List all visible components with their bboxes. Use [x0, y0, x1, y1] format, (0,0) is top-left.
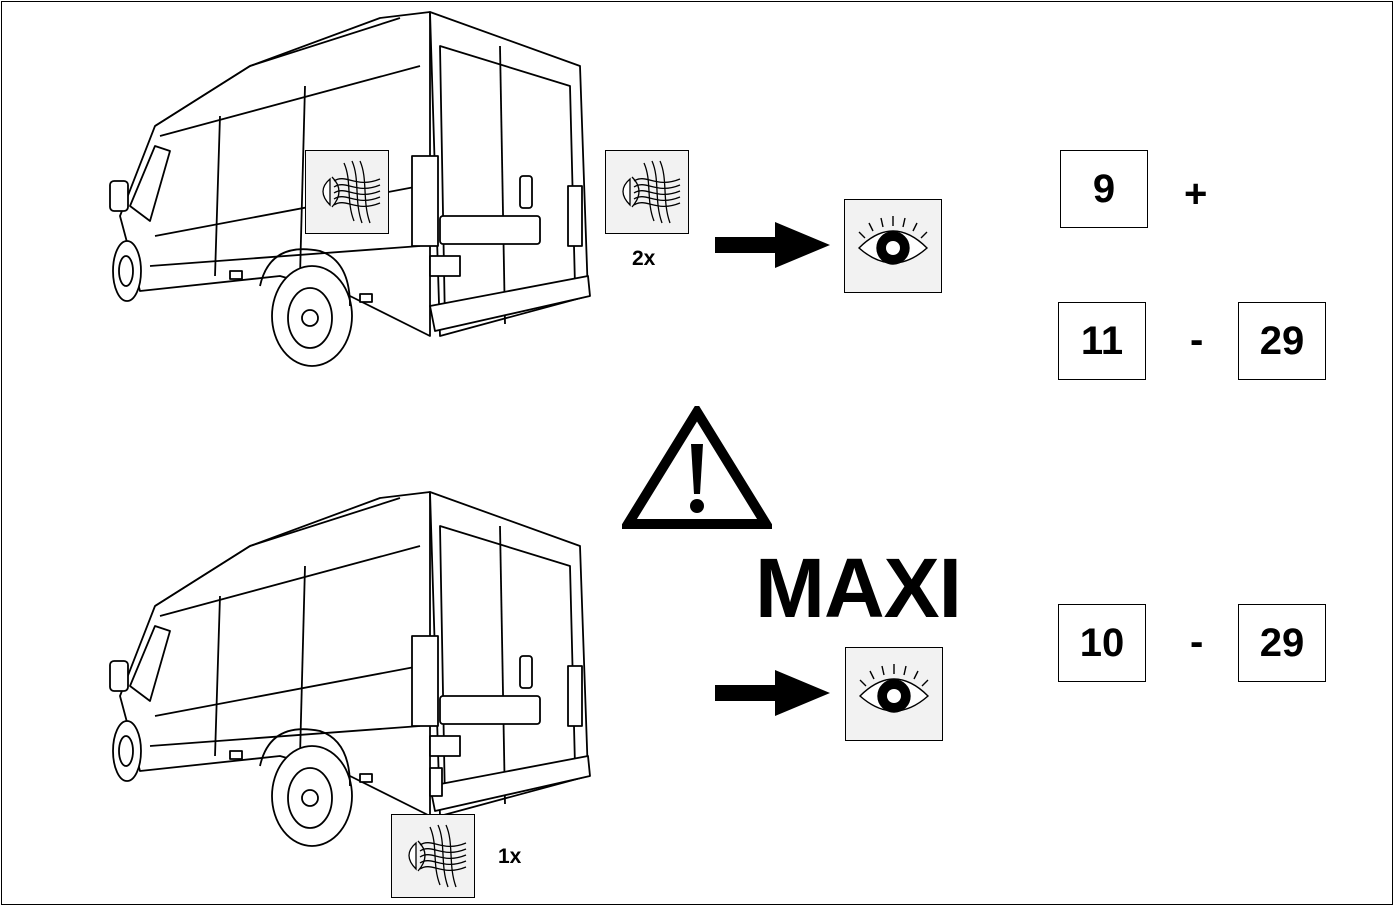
van-rear-view-icon — [109, 491, 591, 847]
arrow-right-icon — [715, 222, 830, 268]
fog-light-icon — [391, 814, 475, 898]
maxi-label: MAXI — [755, 541, 962, 635]
fog-light-icon — [305, 150, 389, 234]
range-to-box: 29 — [1238, 604, 1326, 682]
eye-icon — [844, 199, 942, 293]
fog-light-icon — [605, 150, 689, 234]
range-from-box: 10 — [1058, 604, 1146, 682]
range-separator: - — [1190, 318, 1204, 362]
eye-icon — [845, 647, 943, 741]
range-separator: - — [1190, 620, 1204, 664]
warning-triangle-icon — [622, 406, 772, 529]
fog-light-count: 1x — [498, 845, 522, 868]
van-rear-view-icon — [109, 11, 591, 367]
start-number-box: 9 — [1060, 150, 1148, 228]
range-from-box: 11 — [1058, 302, 1146, 380]
arrow-right-icon — [715, 670, 830, 716]
range-to-box: 29 — [1238, 302, 1326, 380]
plus-sign: + — [1184, 172, 1208, 216]
fog-light-count: 2x — [632, 247, 656, 270]
